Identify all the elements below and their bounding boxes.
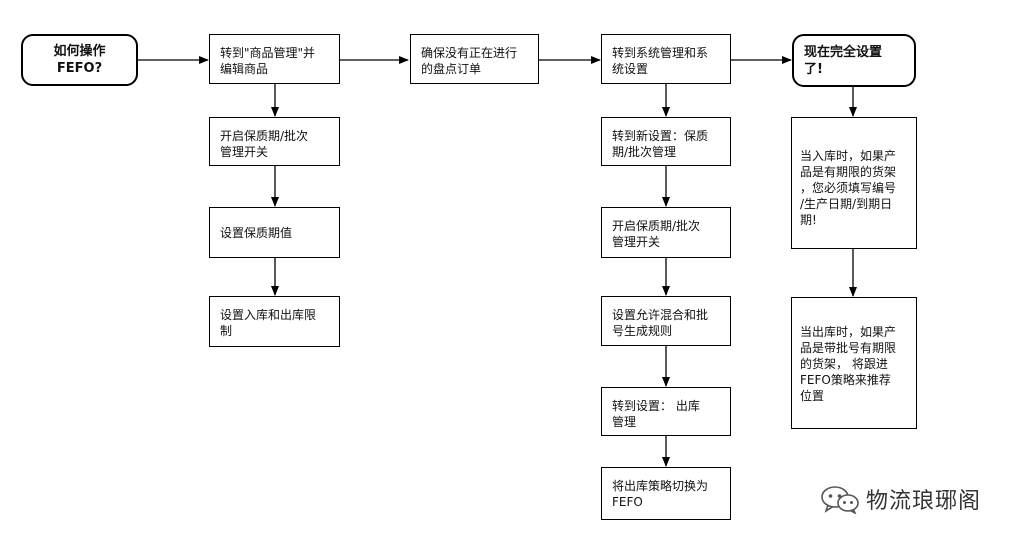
- switch-to-fefo-node: 将出库策略切换为 FEFO: [601, 467, 731, 520]
- goto-product-management-node: 转到"商品管理"并 编辑商品: [209, 34, 340, 84]
- inbound-note-node: 当入库时，如果产 品是有期限的货架 ，您必须填写编号 /生产日期/到期日 期!: [791, 117, 917, 249]
- enable-shelf-life-switch-2-node: 开启保质期/批次 管理开关: [601, 207, 731, 258]
- watermark-text: 物流琅琊阁: [866, 489, 982, 514]
- goto-system-settings-node: 转到系统管理和系 统设置: [601, 34, 731, 84]
- setup-complete-node: 现在完全设置 了!: [792, 34, 916, 87]
- outbound-note-node: 当出库时，如果产 品是带批号有期限 的货架， 将跟进 FEFO策略来推荐 位置: [791, 297, 917, 429]
- set-inbound-outbound-limits-node: 设置入库和出库限 制: [209, 296, 340, 347]
- goto-new-setting-shelf-life-node: 转到新设置：保质 期/批次管理: [601, 117, 731, 166]
- enable-shelf-life-switch-node: 开启保质期/批次 管理开关: [209, 117, 340, 166]
- start-node: 如何操作 FEFO?: [21, 34, 138, 86]
- set-shelf-life-value-node: 设置保质期值: [209, 207, 340, 258]
- allow-mixing-batch-rules-node: 设置允许混合和批 号生成规则: [601, 296, 731, 346]
- watermark: 物流琅琊阁: [820, 482, 981, 516]
- goto-outbound-management-node: 转到设置： 出库 管理: [601, 387, 731, 436]
- wechat-icon: [821, 486, 859, 514]
- ensure-no-count-order-node: 确保没有正在进行 的盘点订单: [410, 34, 539, 84]
